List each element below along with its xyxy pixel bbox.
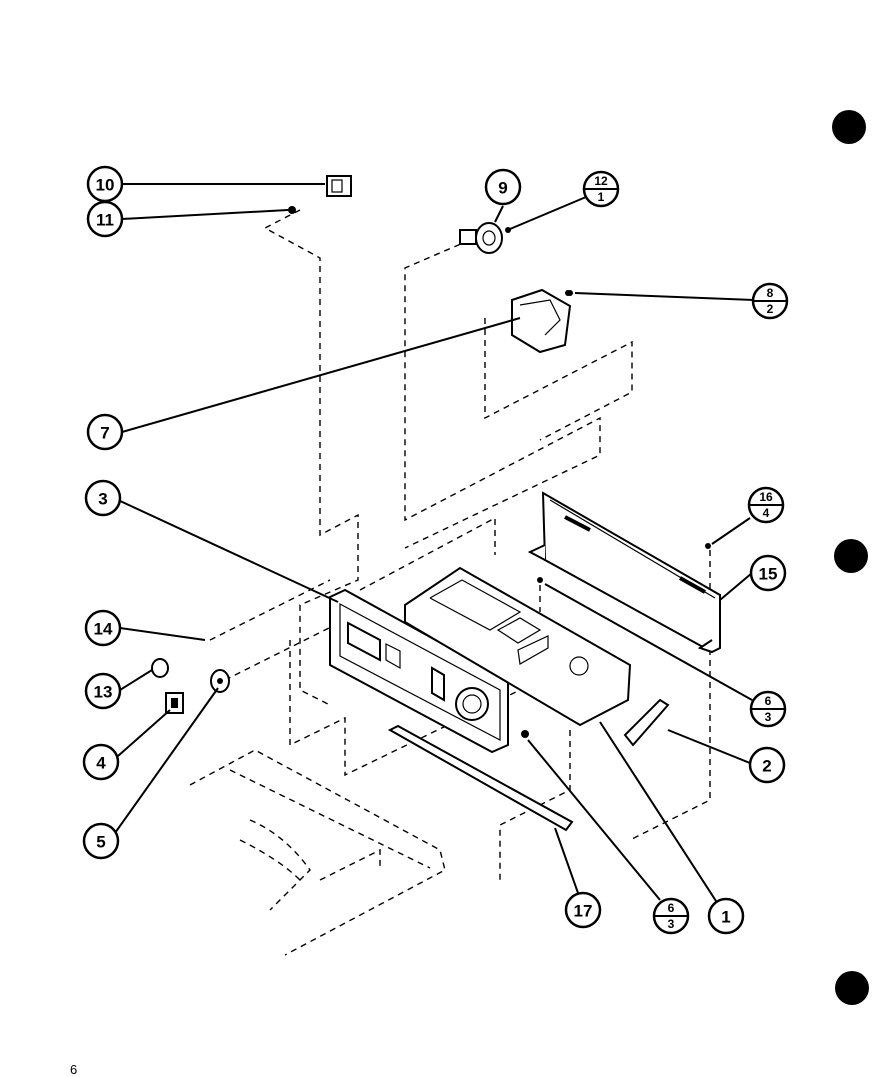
binder-hole-middle	[834, 539, 868, 573]
screw-16	[705, 543, 711, 549]
callout-16-top: 16	[759, 490, 773, 504]
callout-6b-bottom: 3	[668, 917, 675, 931]
callout-15: 15	[749, 554, 787, 592]
part-5-washer	[210, 669, 230, 693]
callout-13: 13	[84, 672, 122, 710]
part-15-rear-bracket	[527, 491, 721, 654]
page-number: 6	[70, 1062, 78, 1077]
callout-2: 2	[748, 746, 786, 784]
callout-12-bottom: 1	[598, 190, 605, 204]
callout-3-label: 3	[98, 490, 107, 509]
callout-4-label: 4	[96, 754, 106, 773]
callout-7: 7	[86, 413, 124, 451]
part-4-button	[165, 692, 184, 714]
part-1-console-housing	[404, 566, 632, 727]
callout-10: 10	[86, 165, 124, 203]
binder-hole-bottom	[835, 971, 869, 1005]
callout-15-label: 15	[759, 565, 778, 584]
callout-13-label: 13	[94, 683, 113, 702]
screw-6-lower	[521, 730, 529, 738]
callout-16-over-4: 16 4	[747, 486, 785, 524]
callout-6a-top: 6	[765, 694, 772, 708]
part-2-trim-strip	[623, 698, 670, 747]
callout-5-label: 5	[96, 833, 105, 852]
part-7-timer	[511, 288, 572, 354]
callout-11: 11	[86, 200, 124, 238]
callout-4: 4	[82, 743, 120, 781]
callout-3: 3	[84, 479, 122, 517]
callout-7-label: 7	[100, 424, 109, 443]
callout-12-top: 12	[594, 174, 608, 188]
binder-hole-top	[832, 110, 866, 144]
callout-10-label: 10	[96, 176, 115, 195]
callout-8-top: 8	[767, 286, 774, 300]
callout-6-over-3-right: 6 3	[749, 690, 787, 728]
part-9-dial	[459, 222, 503, 254]
part-10-switch	[326, 175, 352, 197]
screw-8	[567, 290, 573, 296]
callout-8-over-2: 8 2	[751, 282, 789, 320]
callout-14: 14	[84, 609, 122, 647]
callout-8-bottom: 2	[767, 302, 774, 316]
callout-11-label: 11	[96, 211, 114, 230]
callout-16-bottom: 4	[763, 506, 770, 520]
callout-6-over-3-bottom: 6 3	[652, 897, 690, 935]
callout-12-over-1: 12 1	[582, 170, 620, 208]
part-3-control-panel	[329, 588, 509, 754]
cabinet-base-outline	[189, 749, 446, 956]
callout-1: 1	[707, 897, 745, 935]
assembly-dashed-lines	[209, 209, 711, 880]
screw-6-upper	[537, 577, 543, 583]
callout-17-label: 17	[574, 902, 593, 921]
part-11-screw	[288, 206, 296, 214]
callout-9-label: 9	[498, 179, 507, 198]
callout-5: 5	[82, 822, 120, 860]
callout-2-label: 2	[762, 757, 771, 776]
part-17-bottom-rail	[387, 724, 574, 832]
callout-9: 9	[484, 168, 522, 206]
callout-17: 17	[564, 891, 602, 929]
callout-6b-top: 6	[668, 901, 675, 915]
callout-6a-bottom: 3	[765, 710, 772, 724]
callout-14-label: 14	[94, 620, 113, 639]
screw-12	[505, 227, 511, 233]
leader-lines	[114, 183, 755, 902]
part-13-knob	[151, 658, 169, 678]
callout-1-label: 1	[721, 908, 730, 927]
